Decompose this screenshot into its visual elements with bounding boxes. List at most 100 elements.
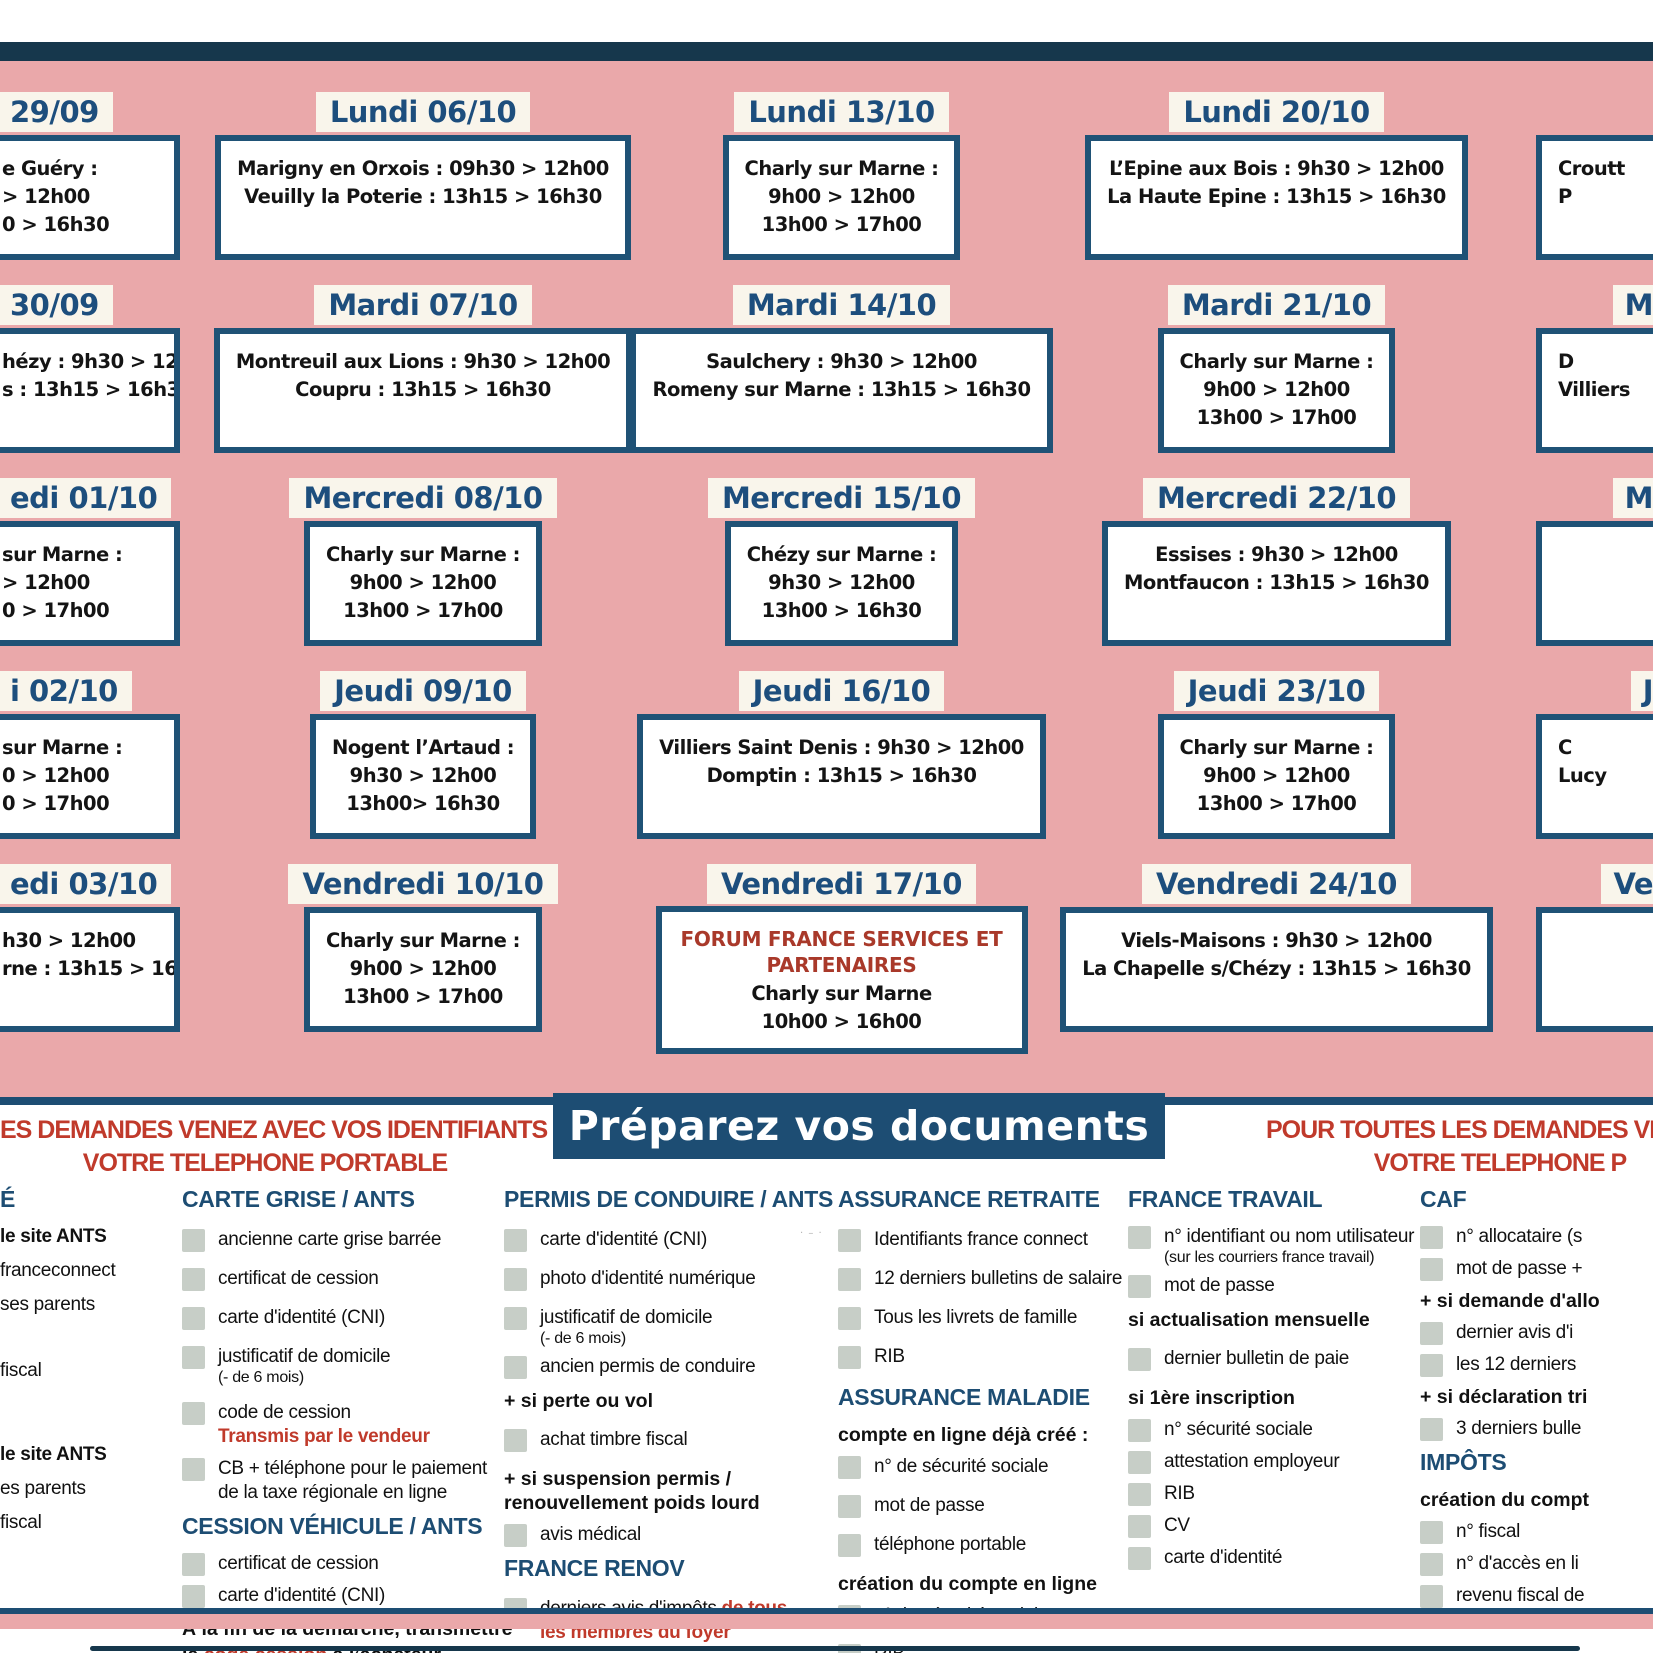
day-header: edi 03/10 [0,861,180,907]
day-header: Ve [1536,861,1653,907]
day-label: i 02/10 [0,671,132,711]
section-subheading: + si demande d'allo [1420,1290,1600,1312]
schedule-line: Coupru : 13h15 > 16h30 [295,378,551,401]
section-subheading: + si suspension permis /renouvellement p… [504,1467,839,1515]
checkbox-icon [182,1268,205,1291]
day-label: Jeudi 09/10 [320,671,526,711]
day-label: Ve [1601,864,1653,904]
check-item: n° sécurité sociale [1128,1418,1420,1442]
checkbox-icon [1128,1419,1151,1442]
day-label: Mardi 14/10 [732,285,951,325]
bottom-pink-strip [0,1614,1653,1629]
column-heading: CESSION VÉHICULE / ANTS [182,1513,483,1539]
day-label: Mercredi 08/10 [289,478,557,518]
checkbox-icon [504,1268,527,1291]
item-label: carte d'identité [1164,1547,1283,1568]
schedule-line: Nogent l’Artaud : [331,736,515,759]
schedule-line: 9h00 > 12h00 [349,571,497,594]
checkbox-icon [838,1229,861,1252]
checkbox-icon [504,1524,527,1547]
schedule-line: s : 13h15 > 16h30 [2,378,180,401]
schedule-line: sur Marne : [2,543,123,566]
item-label: n° fiscal [1456,1521,1521,1542]
spacer [0,1327,172,1349]
day-header [1536,89,1653,135]
checkbox-icon [1128,1348,1151,1371]
schedule-line: Villiers [1558,378,1630,401]
item-label: Identifiants france connect [874,1229,1088,1250]
item-label-line2: renouvellement poids lourd [504,1492,760,1514]
check-item: CV [1128,1514,1420,1538]
item-label: justificatif de domicile(- de 6 mois) [218,1346,391,1386]
schedule-line: C [1558,736,1572,759]
schedule-line: 13h00 > 17h00 [1196,406,1357,429]
check-item: revenu fiscal de [1420,1584,1653,1608]
schedule-line: D [1558,350,1574,373]
check-item: carte d'identité (CNI) [504,1228,839,1252]
schedule-line: Croutt [1558,157,1625,180]
item-label-line2: de la taxe régionale en ligne [218,1482,447,1503]
schedule-line: > 12h00 [2,571,90,594]
column-heading: ASSURANCE RETRAITE [838,1186,1100,1212]
check-item: téléphone portable [838,1533,1133,1557]
day-header: Jeudi 23/10 [1017,668,1536,714]
checkbox-icon [182,1402,205,1425]
day-header: Lundi 06/10 [180,89,666,135]
calendar-cell: Ve [1536,861,1653,1054]
section-subheading: + si déclaration tri [1420,1386,1588,1408]
heading-line: VOTRE TELEPHONE P [1373,1149,1627,1177]
checkbox-icon [1128,1547,1151,1570]
schedule-line: 9h30 > 12h00 [768,571,915,594]
schedule-line: > 12h00 [2,185,90,208]
schedule-line: Domptin : 13h15 > 16h30 [706,764,977,787]
bottom-scan-bar [90,1646,1580,1651]
checkbox-icon [504,1429,527,1452]
schedule-line: sur Marne : [2,736,123,759]
check-item: ancienne carte grise barrée [182,1228,512,1252]
section-subheading: création du compt [1420,1489,1590,1511]
section-subheading: compte en ligne déjà créé : [838,1424,1089,1446]
checkbox-icon [838,1456,861,1479]
item-label-line2: Transmis par le vendeur [218,1426,430,1447]
checkbox-icon [504,1356,527,1379]
item-label: mot de passe [1164,1275,1275,1296]
item-label: mot de passe + [1456,1258,1583,1279]
check-item: RIB [838,1345,1133,1369]
check-item: justificatif de domicile(- de 6 mois) [504,1306,839,1347]
checkbox-icon [1128,1451,1151,1474]
item-label: carte d'identité (CNI) [540,1229,708,1250]
heading-line: POUR TOUTES LES DEMANDES VENEZ A [1265,1116,1653,1144]
checkbox-icon [504,1229,527,1252]
day-label: Jeudi 16/10 [738,671,945,711]
check-item: attestation employeur [1128,1450,1420,1474]
checkbox-icon [1420,1521,1443,1544]
spacer [0,1393,172,1433]
column-heading: CARTE GRISE / ANTS [182,1186,415,1212]
day-header: Lundi 13/10 [666,89,1017,135]
item-label: les 12 derniers [1456,1354,1577,1375]
day-header: M [1536,475,1653,521]
scan-artifact: · – · [800,1228,823,1239]
top-scan-bar [0,42,1653,61]
column-heading: ASSURANCE MALADIE [838,1384,1090,1410]
schedule-line: e Guéry : [2,157,98,180]
day-header: M [1536,282,1653,328]
schedule-line: P [1558,185,1572,208]
day-header: Mercredi 08/10 [180,475,666,521]
